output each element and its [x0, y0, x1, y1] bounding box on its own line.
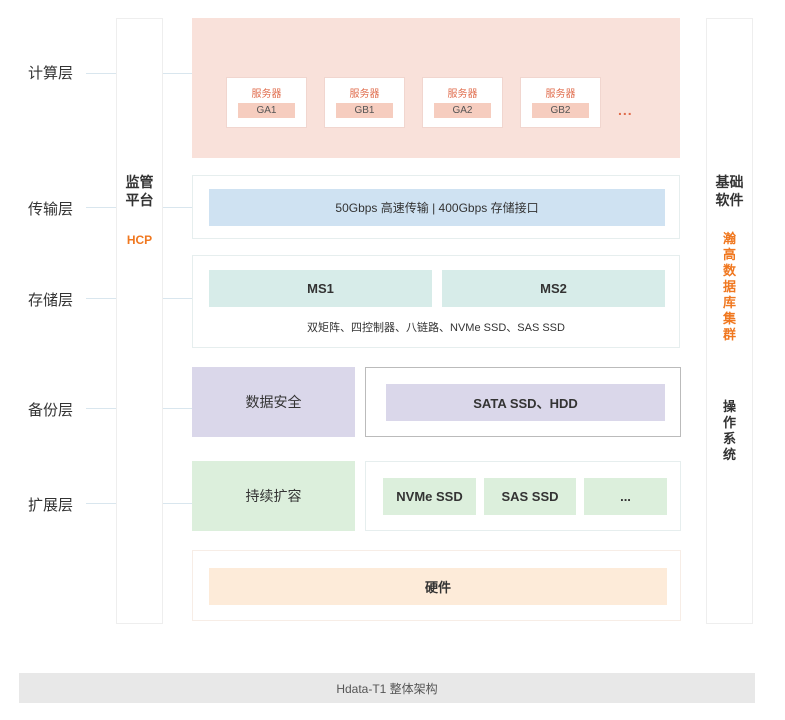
- database-cluster-label: 瀚高数据库集群: [722, 231, 736, 342]
- base-software-column: 基础软件 瀚高数据库集群 操作系统: [706, 18, 753, 624]
- server-card-code: GB2: [532, 103, 589, 118]
- monitor-platform-column: 监管平台 HCP: [116, 18, 163, 624]
- connector-line: [163, 207, 192, 208]
- layer-label-backup: 备份层: [28, 402, 74, 419]
- base-software-title: 基础软件: [715, 174, 744, 208]
- connector-line: [163, 298, 192, 299]
- monitor-platform-title: 监管平台: [125, 174, 154, 208]
- expansion-item: SAS SSD: [484, 478, 576, 515]
- more-servers-ellipsis: ...: [618, 102, 633, 118]
- hardware-panel: 硬件: [192, 550, 681, 621]
- connector-line: [86, 503, 116, 504]
- server-card: 服务器 GB2: [520, 77, 601, 128]
- compute-layer-panel: 服务器 GA1 服务器 GB1 服务器 GA2 服务器 GB2 ...: [192, 18, 680, 158]
- backup-media-box: SATA SSD、HDD: [386, 384, 665, 421]
- connector-line: [86, 408, 116, 409]
- layer-label-transport: 传输层: [28, 201, 74, 218]
- expansion-item-more: ...: [584, 478, 667, 515]
- server-card-code: GB1: [336, 103, 393, 118]
- server-card-title: 服务器: [545, 89, 576, 100]
- connector-line: [163, 73, 192, 74]
- layer-label-storage: 存储层: [28, 292, 74, 309]
- server-card-code: GA2: [434, 103, 491, 118]
- layer-label-extend: 扩展层: [28, 497, 74, 514]
- storage-ms2-box: MS2: [442, 270, 665, 307]
- storage-description: 双矩阵、四控制器、八链路、NVMe SSD、SAS SSD: [307, 322, 565, 334]
- storage-layer-panel: MS1 MS2 双矩阵、四控制器、八链路、NVMe SSD、SAS SSD: [192, 255, 680, 348]
- connector-line: [163, 503, 192, 504]
- continuous-expansion-box: 持续扩容: [192, 461, 355, 531]
- server-card-title: 服务器: [447, 89, 478, 100]
- layer-label-compute: 计算层: [28, 65, 74, 82]
- connector-line: [86, 73, 116, 74]
- hardware-bar: 硬件: [209, 568, 667, 605]
- storage-ms1-box: MS1: [209, 270, 432, 307]
- figure-caption: Hdata-T1 整体架构: [19, 673, 755, 703]
- server-card-title: 服务器: [251, 89, 282, 100]
- operating-system-label: 操作系统: [722, 399, 736, 462]
- transport-layer-panel: 50Gbps 高速传输 | 400Gbps 存储接口: [192, 175, 680, 239]
- server-card: 服务器 GA2: [422, 77, 503, 128]
- server-card: 服务器 GB1: [324, 77, 405, 128]
- connector-line: [86, 207, 116, 208]
- server-card-code: GA1: [238, 103, 295, 118]
- connector-line: [163, 408, 192, 409]
- transport-bar: 50Gbps 高速传输 | 400Gbps 存储接口: [209, 189, 665, 226]
- server-card-title: 服务器: [349, 89, 380, 100]
- monitor-platform-subtitle: HCP: [126, 233, 153, 247]
- expansion-media-panel: NVMe SSD SAS SSD ...: [365, 461, 681, 531]
- connector-line: [86, 298, 116, 299]
- backup-media-panel: SATA SSD、HDD: [365, 367, 681, 437]
- expansion-item: NVMe SSD: [383, 478, 476, 515]
- server-card: 服务器 GA1: [226, 77, 307, 128]
- data-security-box: 数据安全: [192, 367, 355, 437]
